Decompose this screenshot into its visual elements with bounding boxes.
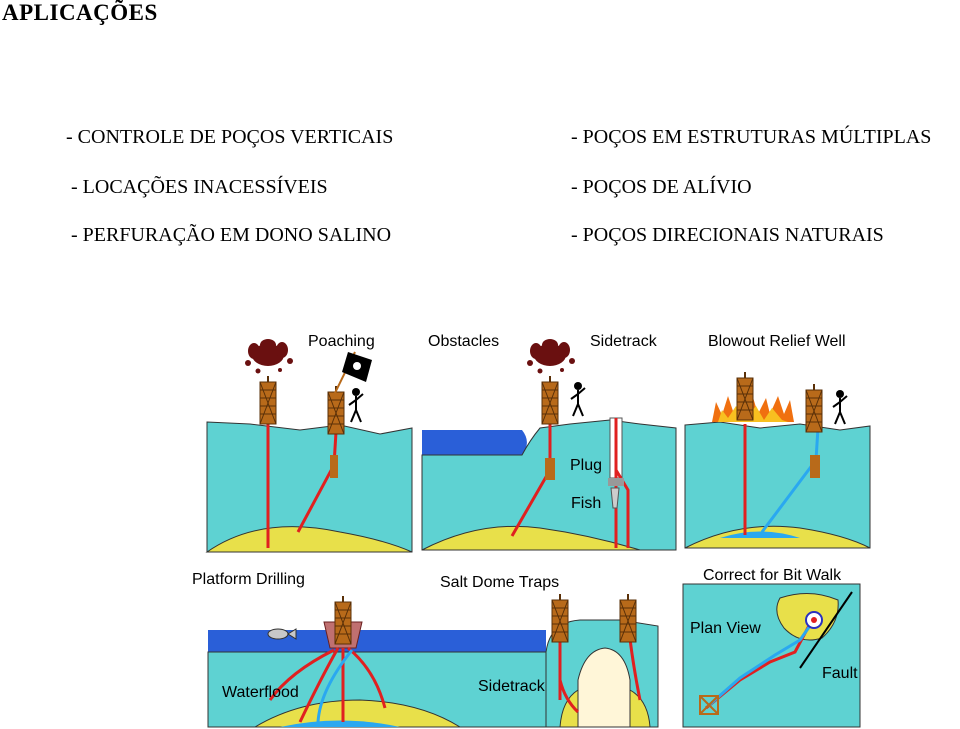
list-item-natural-directional: - POÇOS DIRECIONAIS NATURAIS (571, 224, 884, 246)
label-fish: Fish (571, 495, 601, 512)
panel-bit-walk: Correct for Bit Walk Plan View Fault (682, 567, 861, 728)
panel-blowout-relief: Blowout Relief Well (684, 333, 871, 549)
list-item-vertical-control: - CONTROLE DE POÇOS VERTICAIS (66, 126, 394, 148)
list-item-multiple-structures: - POÇOS EM ESTRUTURAS MÚLTIPLAS (571, 126, 932, 148)
panel-platform-drilling: Platform Drilling Waterflood (192, 571, 547, 728)
label-platform: Platform Drilling (192, 571, 305, 588)
label-blowout: Blowout Relief Well (708, 333, 846, 350)
list-item-relief-wells: - POÇOS DE ALÍVIO (571, 176, 752, 198)
panel-obstacles-sidetrack: Obstacles Sidetrack Plug Fish (421, 333, 677, 551)
list-item-inaccessible-locations: - LOCAÇÕES INACESSÍVEIS (71, 176, 328, 198)
label-obstacles: Obstacles (428, 333, 499, 350)
label-sidetrack-salt: Sidetrack (478, 678, 546, 695)
label-sidetrack: Sidetrack (590, 333, 658, 350)
label-plan-view: Plan View (690, 620, 761, 637)
label-bit-walk: Correct for Bit Walk (703, 567, 842, 584)
label-waterflood: Waterflood (222, 684, 299, 701)
label-plug: Plug (570, 457, 602, 474)
label-fault: Fault (822, 665, 858, 682)
page-title: APLICAÇÕES (2, 0, 158, 25)
label-salt-dome: Salt Dome Traps (440, 574, 559, 591)
panel-poaching: Poaching (205, 333, 413, 553)
label-poaching: Poaching (308, 333, 375, 350)
list-item-salt-dome: - PERFURAÇÃO EM DONO SALINO (71, 224, 392, 246)
panel-salt-dome: Salt Dome Traps Sidetrack (440, 574, 659, 728)
